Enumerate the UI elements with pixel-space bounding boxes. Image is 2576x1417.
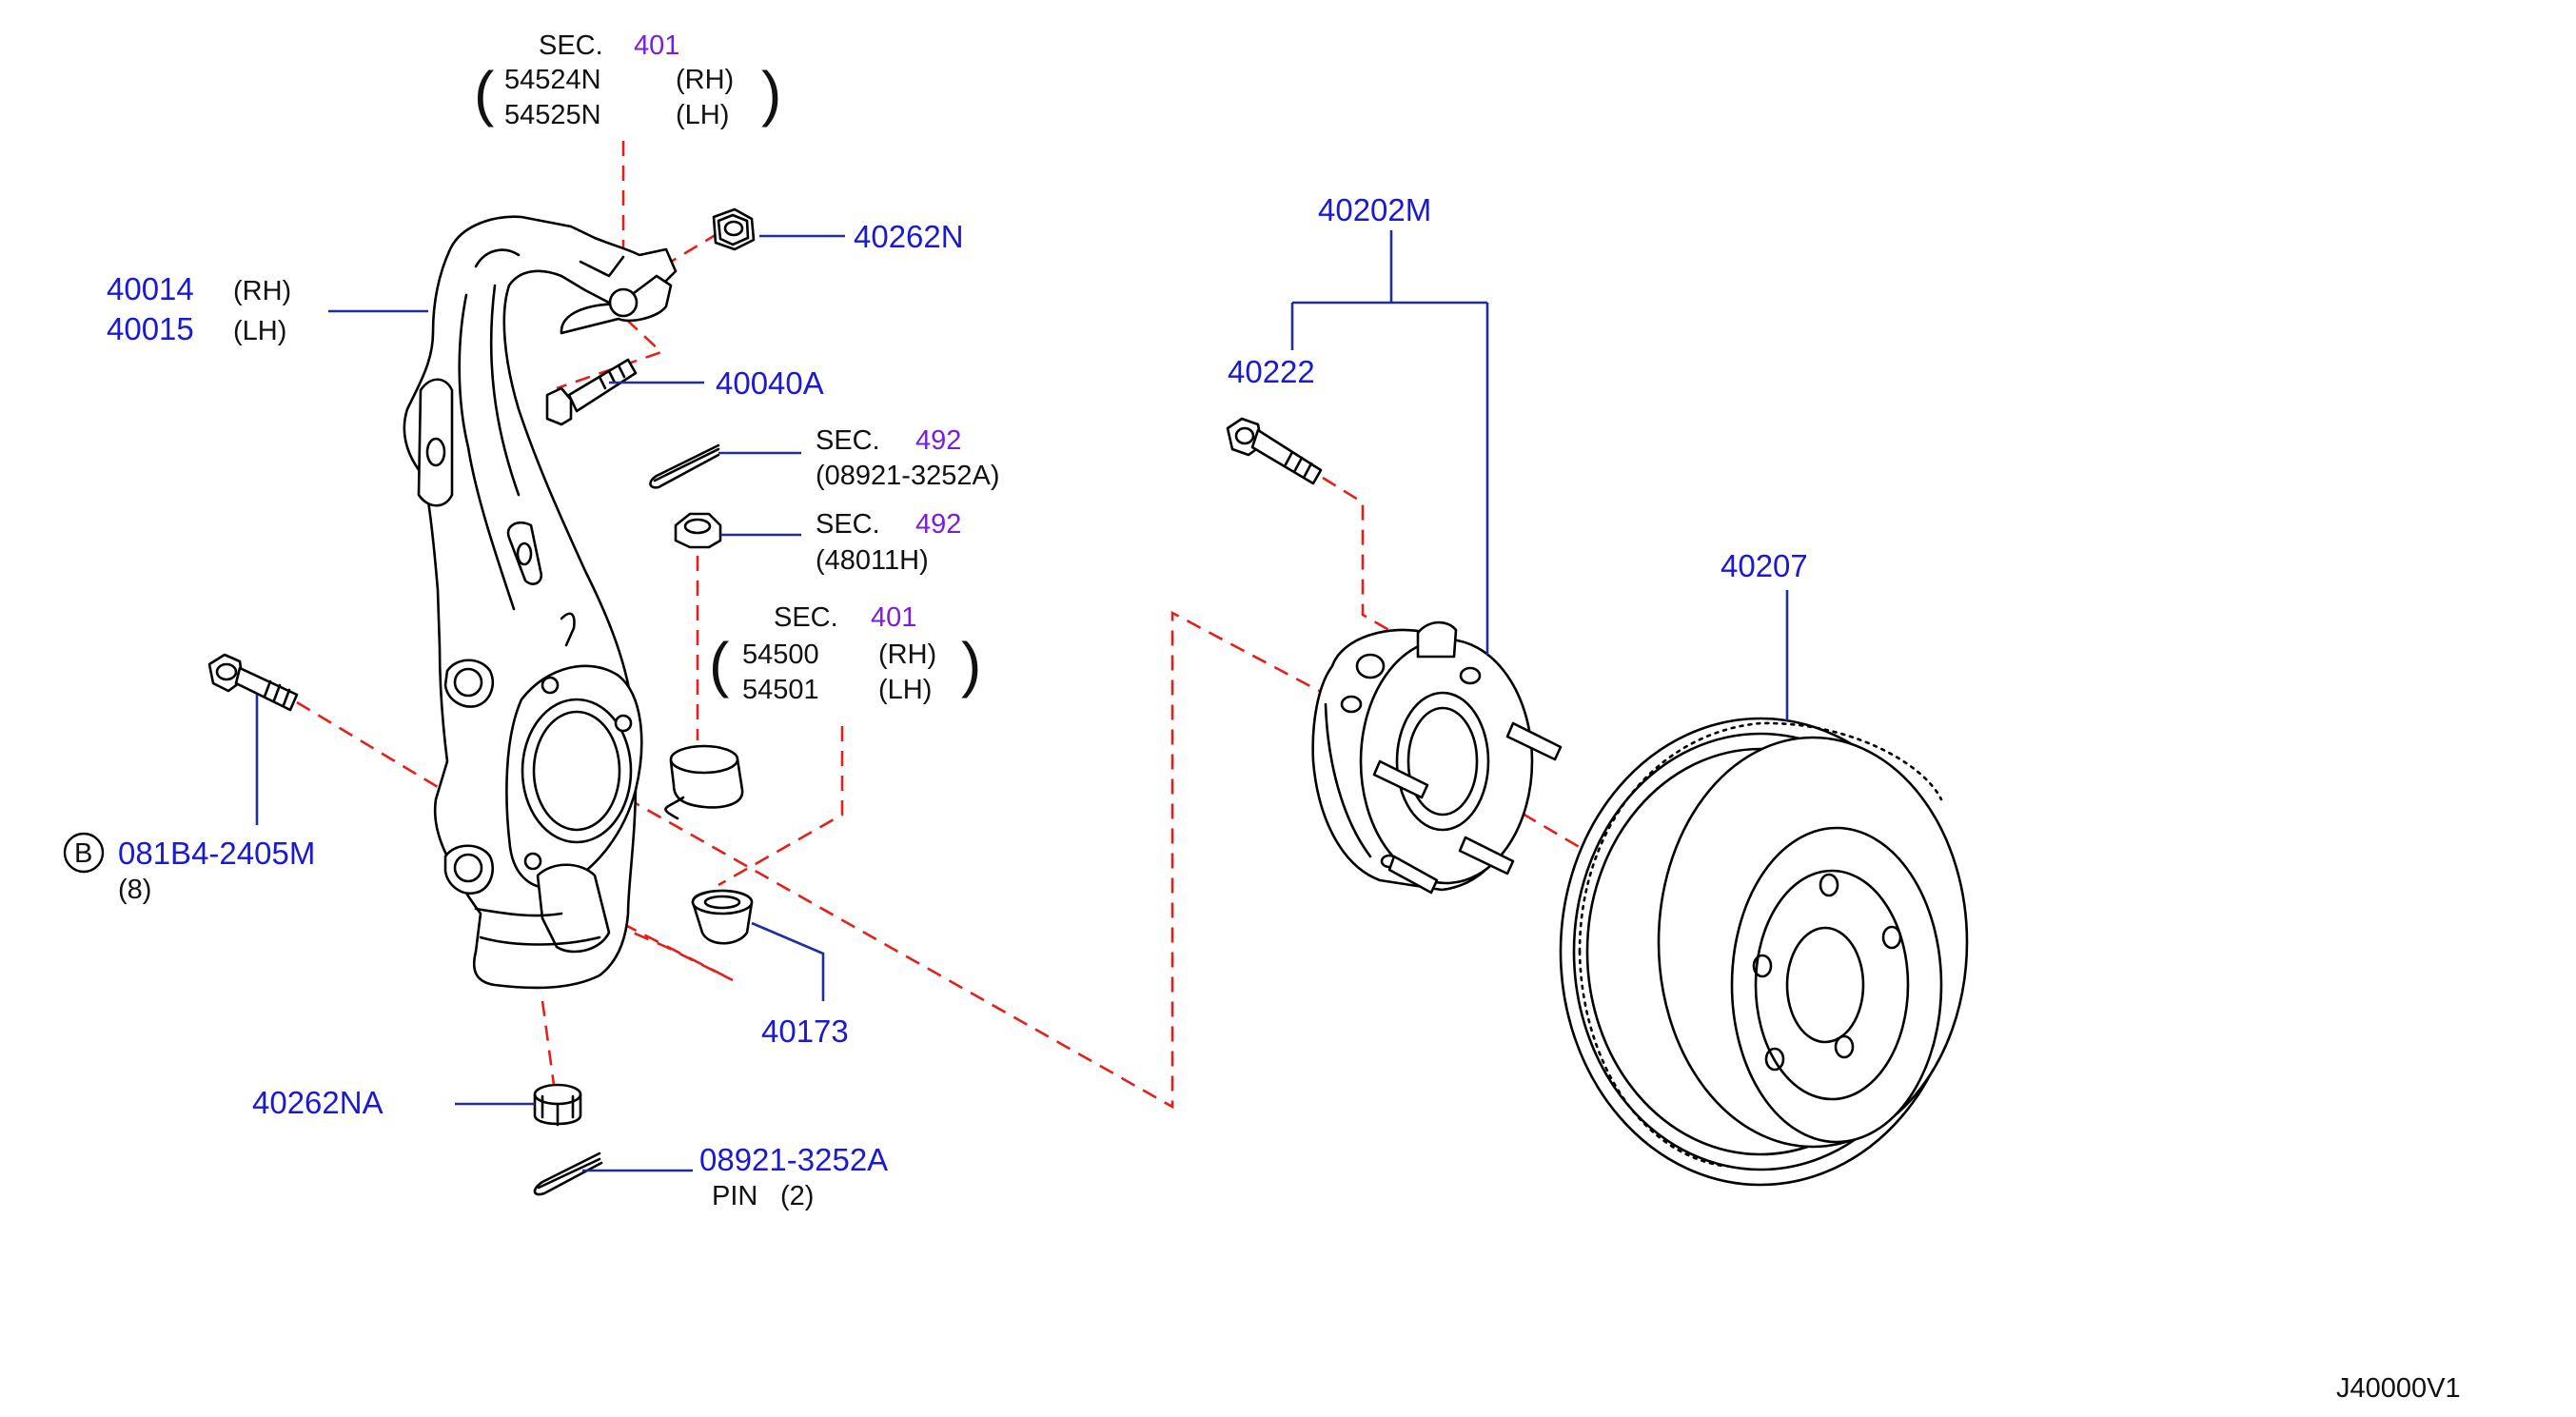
- brake-rotor-part: [1559, 717, 1969, 1187]
- callout-circle-b: [63, 832, 105, 874]
- label-hub-bolt[interactable]: 40222: [1228, 354, 1315, 389]
- sec-top-side-rh: (RH): [676, 65, 734, 95]
- steering-knuckle: [403, 215, 678, 990]
- pin-bottom-name: PIN: [712, 1181, 757, 1211]
- label-sec-pin: SEC. 492 (08921-3252A): [816, 425, 999, 491]
- label-hub-assembly[interactable]: 40202M: [1318, 192, 1431, 227]
- label-nut-top[interactable]: 40262N: [854, 219, 964, 254]
- nut-40262N-part: [712, 207, 756, 251]
- sec-top-paren-close: ): [761, 59, 781, 128]
- knuckle-side-lh: (LH): [233, 316, 286, 346]
- hub-assembly-part: [1311, 620, 1563, 895]
- sec-mid-side-rh: (RH): [878, 640, 936, 670]
- sec-nut-number[interactable]: 492: [915, 509, 961, 540]
- label-nut-bottom[interactable]: 40262NA: [252, 1085, 383, 1120]
- label-pin-bottom: 08921-3252A PIN (2): [699, 1142, 888, 1211]
- bolt-40040A-part: [545, 358, 638, 426]
- cotter-pin-upper-part: [649, 443, 720, 489]
- sec-mid-sec: SEC.: [774, 602, 838, 633]
- sec-pin-ref: (08921-3252A): [816, 461, 999, 491]
- bushing-40173-part: [691, 889, 754, 945]
- bolt-left-qty: (8): [118, 875, 151, 905]
- label-sec-nut: SEC. 492 (48011H): [816, 509, 961, 576]
- label-knuckle: 40014 (RH) 40015 (LH): [107, 271, 291, 346]
- hub-bolt-40222-part: [1226, 417, 1323, 485]
- sec-nut-ref: (48011H): [816, 545, 929, 576]
- sec-mid-paren-open: (: [709, 630, 729, 699]
- sec-pin-sec: SEC.: [816, 425, 880, 456]
- label-bolt-top[interactable]: 40040A: [716, 365, 824, 401]
- label-bolt-left: B 081B4-2405M (8): [63, 832, 315, 905]
- leader-lines: [255, 230, 1789, 1172]
- bolt-081B4-2405M-part: [207, 653, 299, 712]
- sec-top-code-rh: 54524N: [504, 65, 601, 95]
- pin-bottom-code[interactable]: 08921-3252A: [699, 1142, 888, 1177]
- sec-nut-sec: SEC.: [816, 509, 880, 540]
- label-sec-mid: SEC. 401 ( 54500 (RH) 54501 (LH) ): [709, 602, 981, 705]
- label-sec-top: SEC. 401 ( 54524N (RH) 54525N (LH) ): [474, 30, 781, 130]
- knuckle-side-rh: (RH): [233, 276, 291, 306]
- callout-b-letter: B: [74, 838, 92, 869]
- sec-mid-side-lh: (LH): [878, 675, 932, 705]
- sec-mid-paren-close: ): [961, 630, 981, 699]
- sec-top-sec: SEC.: [539, 30, 603, 61]
- sec-pin-number[interactable]: 492: [915, 425, 961, 456]
- ball-joint-boot-part: [664, 744, 744, 820]
- sec-top-code-lh: 54525N: [504, 100, 601, 130]
- label-rotor[interactable]: 40207: [1721, 548, 1808, 583]
- pin-bottom-qty: (2): [780, 1181, 814, 1211]
- cotter-pin-lower-part: [533, 1151, 603, 1196]
- sec-mid-code-lh: 54501: [742, 675, 819, 705]
- knuckle-code-lh[interactable]: 40015: [107, 311, 194, 346]
- sec-mid-number[interactable]: 401: [871, 602, 916, 633]
- label-bushing[interactable]: 40173: [761, 1014, 849, 1049]
- castle-nut-part: [674, 512, 722, 549]
- sec-mid-code-rh: 54500: [742, 640, 819, 670]
- sec-top-paren-open: (: [474, 59, 494, 128]
- knuckle-code-rh[interactable]: 40014: [107, 271, 194, 306]
- sec-top-side-lh: (LH): [676, 100, 729, 130]
- diagram-id: J40000V1: [2336, 1373, 2461, 1404]
- nut-40262NA-part: [533, 1083, 582, 1127]
- bolt-left-code[interactable]: 081B4-2405M: [118, 836, 315, 871]
- sec-top-number[interactable]: 401: [634, 30, 679, 61]
